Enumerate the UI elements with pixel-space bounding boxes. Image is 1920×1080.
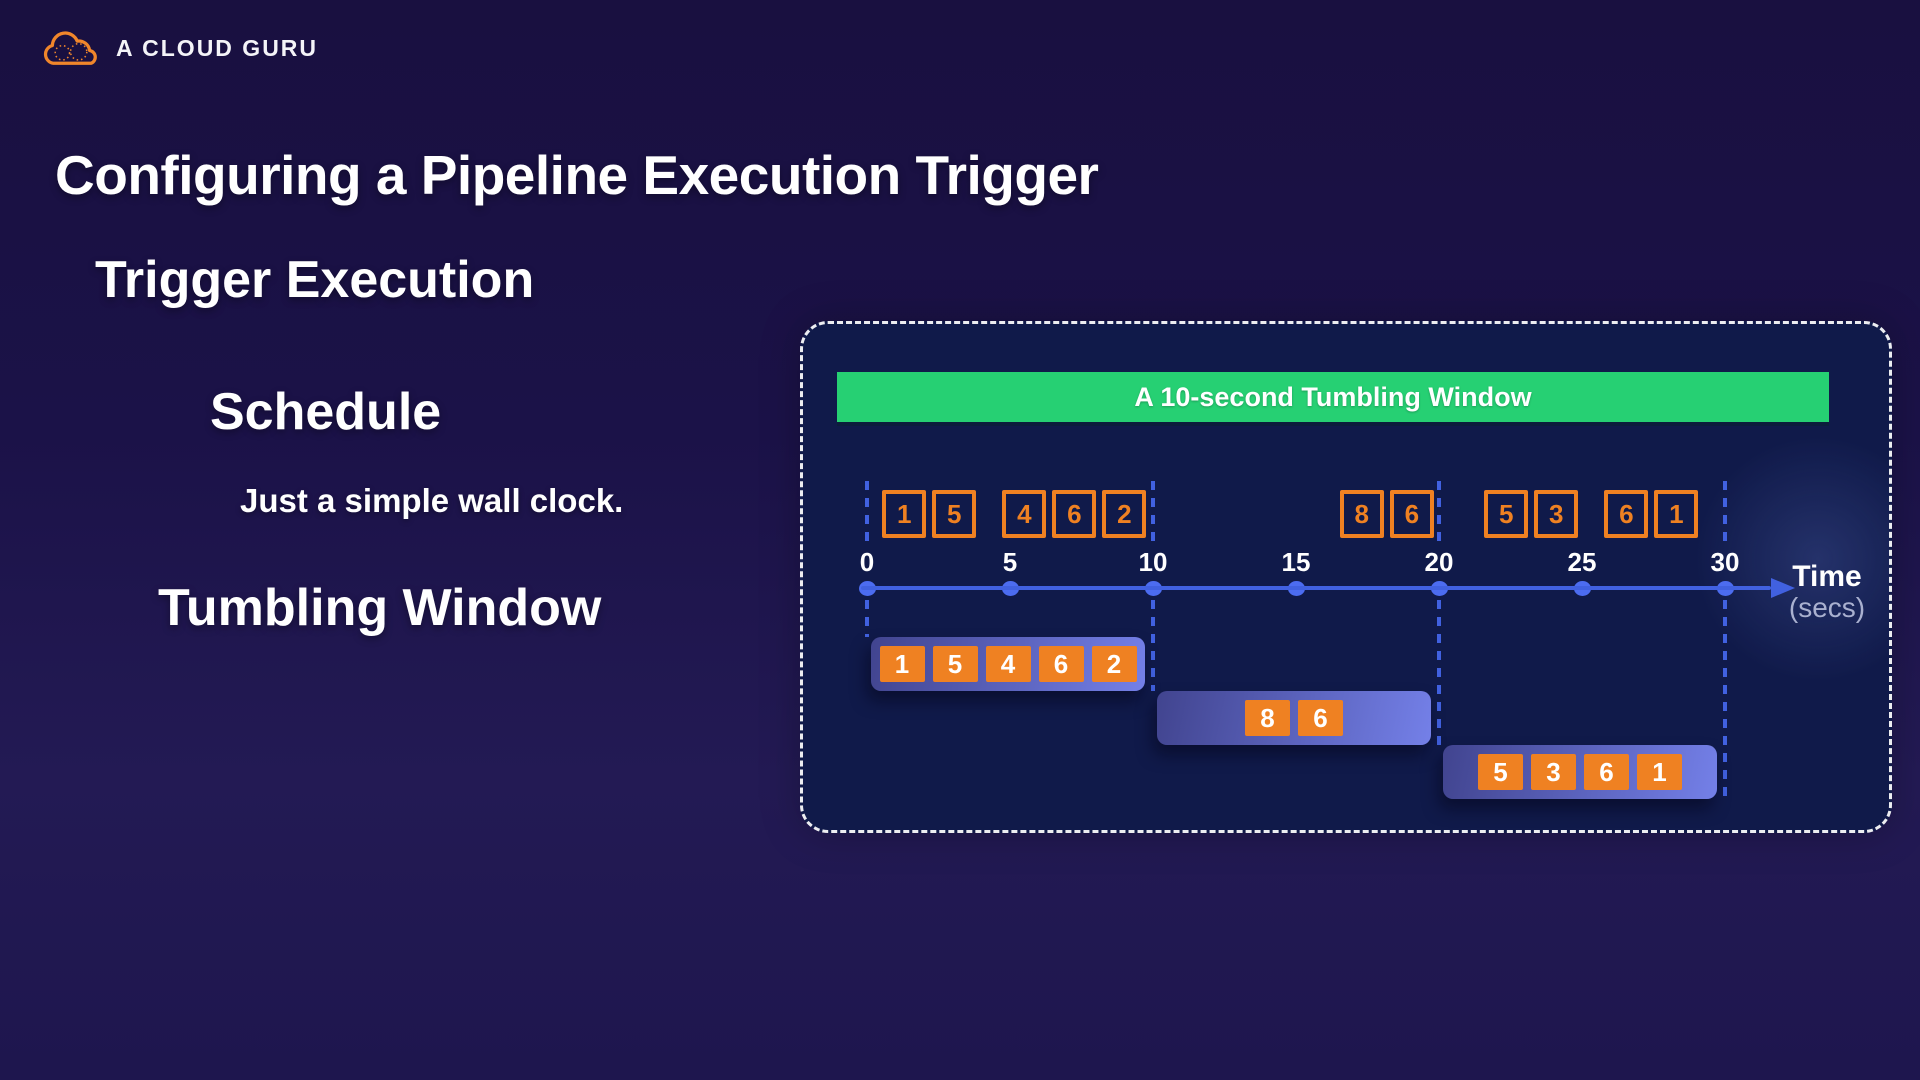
window-boundary-line xyxy=(1723,600,1727,799)
brand-name: A CLOUD GURU xyxy=(116,34,319,61)
captured-value-box: 6 xyxy=(1584,754,1629,790)
heading-schedule: Schedule xyxy=(210,383,442,441)
axis-title-unit: (secs) xyxy=(1788,591,1866,623)
axis-tick-label: 25 xyxy=(1567,547,1597,577)
event-value-box: 3 xyxy=(1534,490,1579,538)
subtitle-trigger-execution: Trigger Execution xyxy=(95,251,535,309)
event-value-box: 4 xyxy=(1002,490,1047,538)
window-boundary-line xyxy=(1723,481,1727,543)
heading-tumbling-window: Tumbling Window xyxy=(158,579,602,637)
captured-value-box: 6 xyxy=(1298,700,1343,736)
axis-tick-label: 0 xyxy=(859,547,875,577)
axis-tick-label: 20 xyxy=(1424,547,1454,577)
event-value-box: 6 xyxy=(1052,490,1097,538)
axis-tick-label: 10 xyxy=(1138,547,1168,577)
axis-tick-label: 30 xyxy=(1710,547,1740,577)
window-boundary-line xyxy=(1151,481,1155,543)
schedule-note: Just a simple wall clock. xyxy=(240,482,624,519)
event-value-box: 5 xyxy=(1484,490,1529,538)
timeline-arrowhead xyxy=(1771,578,1795,598)
diagram-banner: A 10-second Tumbling Window xyxy=(837,372,1829,422)
window-boundary-line xyxy=(865,600,869,637)
captured-value-box: 4 xyxy=(985,646,1031,682)
captured-value-box: 2 xyxy=(1091,646,1137,682)
event-value-box: 8 xyxy=(1339,490,1384,538)
window-boundary-line xyxy=(1437,481,1441,543)
axis-tick-label: 15 xyxy=(1281,547,1311,577)
page-title: Configuring a Pipeline Execution Trigger xyxy=(55,144,1099,206)
axis-title-time: Time xyxy=(1792,560,1862,593)
brand-header: A CLOUD GURU xyxy=(40,26,318,70)
event-value-box: 6 xyxy=(1604,490,1649,538)
event-value-box: 2 xyxy=(1102,490,1147,538)
captured-value-box: 1 xyxy=(879,646,925,682)
event-value-box: 6 xyxy=(1389,490,1434,538)
cloud-logo-icon xyxy=(43,31,97,65)
captured-value-box: 6 xyxy=(1038,646,1084,682)
captured-value-box: 5 xyxy=(932,646,978,682)
window-boundary-line xyxy=(865,481,869,543)
timeline-axis xyxy=(861,586,1771,590)
event-value-box: 1 xyxy=(882,490,927,538)
captured-value-box: 8 xyxy=(1245,700,1290,736)
window-boundary-line xyxy=(1437,600,1441,745)
diagram-banner-label: A 10-second Tumbling Window xyxy=(1134,381,1532,412)
axis-tick-label: 5 xyxy=(1002,547,1018,577)
captured-value-box: 3 xyxy=(1531,754,1576,790)
event-value-box: 1 xyxy=(1654,490,1699,538)
axis-title: Time(secs) xyxy=(1789,561,1865,622)
event-value-box: 5 xyxy=(932,490,977,538)
window-boundary-line xyxy=(1151,600,1155,691)
captured-value-box: 1 xyxy=(1637,754,1682,790)
captured-value-box: 5 xyxy=(1478,754,1523,790)
